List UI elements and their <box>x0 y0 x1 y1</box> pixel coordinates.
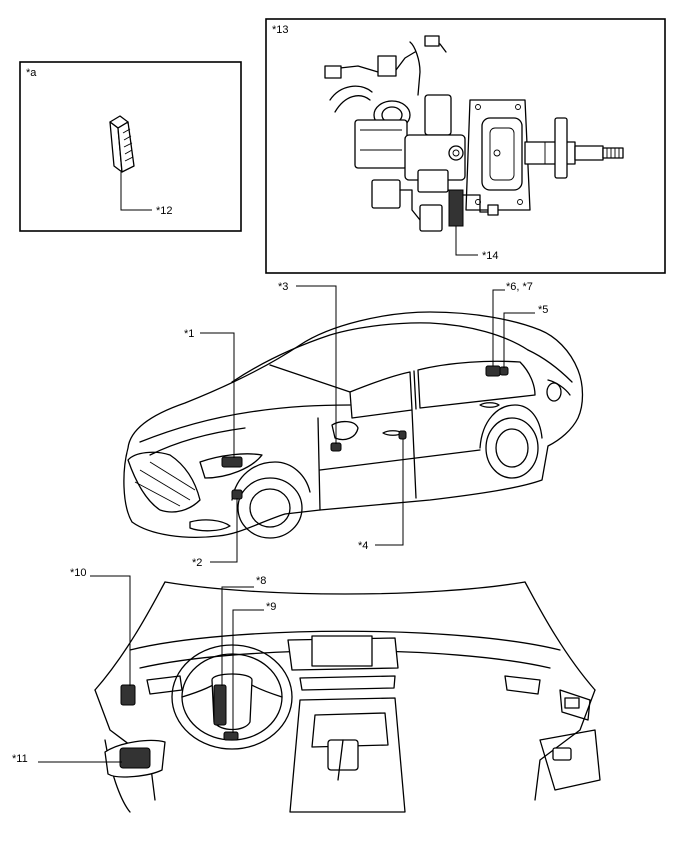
leader-4 <box>375 439 404 546</box>
leader-6-7 <box>492 289 505 366</box>
callout-1: *1 <box>184 328 194 340</box>
callout-10: *10 <box>70 567 87 579</box>
leader-14 <box>455 226 478 256</box>
panel-13-frame <box>265 18 666 274</box>
component-4 <box>398 430 407 440</box>
leader-1 <box>200 332 235 458</box>
ecu-module-icon <box>109 115 135 173</box>
component-1 <box>221 456 243 468</box>
leader-5 <box>503 312 535 368</box>
component-10 <box>120 684 136 706</box>
callout-8: *8 <box>256 575 266 587</box>
component-9 <box>223 731 239 741</box>
component-2 <box>231 489 243 500</box>
callout-14: *14 <box>482 250 499 262</box>
leader-2 <box>210 498 238 563</box>
panel-a: *a *12 <box>19 61 242 232</box>
leader-8 <box>221 586 254 686</box>
callout-2: *2 <box>192 557 202 569</box>
component-6-7 <box>485 365 501 377</box>
callout-6-7: *6, *7 <box>506 281 533 293</box>
callout-11: *11 <box>12 753 28 765</box>
panel-a-frame <box>19 61 242 232</box>
component-3 <box>330 442 342 452</box>
sedan-car-icon <box>123 311 584 539</box>
leader-9 <box>232 609 264 733</box>
steering-column-assembly-icon <box>324 35 624 232</box>
callout-4: *4 <box>358 540 368 552</box>
component-11 <box>119 747 151 769</box>
callout-a: *a <box>26 67 37 79</box>
callout-13: *13 <box>272 24 289 36</box>
dashboard-interior-icon <box>94 581 601 813</box>
callout-12: *12 <box>156 205 173 217</box>
component-5 <box>499 366 509 376</box>
component-8 <box>213 684 227 726</box>
callout-9: *9 <box>266 601 276 613</box>
callout-3: *3 <box>278 281 288 293</box>
panel-13: *13 <box>265 18 666 274</box>
leader-3 <box>296 285 337 444</box>
callout-5: *5 <box>538 304 548 316</box>
leader-10 <box>90 575 131 686</box>
leader-12 <box>120 172 152 211</box>
